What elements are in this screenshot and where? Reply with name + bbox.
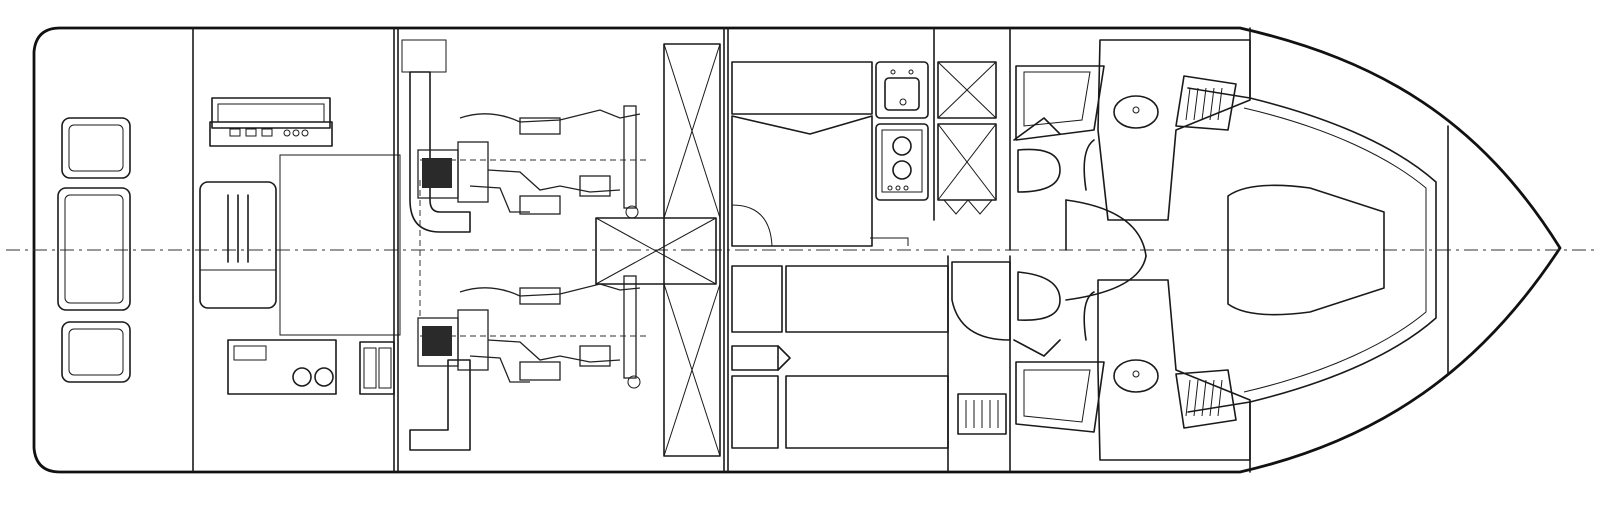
port-engine [417, 105, 641, 215]
companionway-stairs [663, 43, 721, 457]
head-starboard [951, 255, 1251, 473]
mid-cabin [731, 61, 949, 473]
bulkheads [192, 27, 729, 473]
fridge-freezer [933, 27, 1011, 251]
galley [875, 61, 929, 201]
engine-room [401, 39, 717, 451]
forward-v-berth [1187, 27, 1449, 473]
starboard-engine [417, 275, 641, 383]
aft-equipment [199, 97, 401, 395]
steps [957, 75, 1237, 435]
transom-windows [57, 117, 131, 383]
hull-outline [32, 26, 1562, 474]
head-port [1013, 39, 1251, 257]
